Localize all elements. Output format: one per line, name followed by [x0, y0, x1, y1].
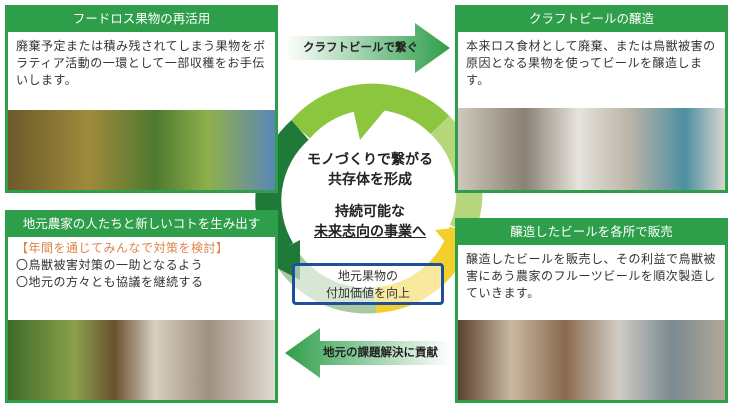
- box-text: 醸造したビールを販売し、その利益で鳥獣被害にあう農家のフルーツビールを順次製造し…: [466, 252, 717, 300]
- center-line: 持続可能な: [335, 204, 405, 220]
- box-text: 本来ロス食材として廃棄、または鳥獣被害の原因となる果物を使ってビールを醸造します…: [466, 39, 716, 87]
- box-sales: 醸造したビールを各所で販売 醸造したビールを販売し、その利益で鳥獣被害にあう農家…: [455, 218, 728, 403]
- orchard-photo: [8, 110, 275, 190]
- center-line: 共存体を形成: [328, 172, 412, 188]
- box-title: 地元農家の人たちと新しいコトを生み出す: [8, 213, 275, 237]
- brewery-photo: [458, 108, 725, 190]
- box-title: クラフトビールの醸造: [458, 8, 725, 32]
- taproom-photo: [458, 320, 725, 400]
- center-message: モノづくりで繋がる 共存体を形成 持続可能な 未来志向の事業へ: [290, 150, 450, 242]
- value-line: 付加価値を向上: [325, 286, 410, 300]
- box-list-item: 〇鳥獣被害対策の一助となるよう: [16, 258, 204, 272]
- box-farmers: 地元農家の人たちと新しいコトを生み出す 【年間を通じてみんなで対策を検討】 〇鳥…: [5, 210, 278, 403]
- box-text: 廃棄予定または積み残されてしまう果物をボラティア活動の一環として一部収穫をお手伝…: [16, 39, 266, 87]
- arrow-left-contribute: 地元の課題解決に貢献: [285, 328, 450, 378]
- box-subtitle: 【年間を通じてみんなで対策を検討】: [16, 241, 229, 255]
- cycle-arrowhead-left: [262, 240, 300, 280]
- center-line: 未来志向の事業へ: [314, 224, 426, 240]
- box-brewing: クラフトビールの醸造 本来ロス食材として廃棄、または鳥獣被害の原因となる果物を使…: [455, 5, 728, 193]
- arrow-label: クラフトビールで繋ぐ: [303, 40, 418, 54]
- cycle-segment-top: [290, 83, 450, 139]
- box-list-item: 〇地元の方々とも協議を継続する: [16, 275, 204, 289]
- arrow-label: 地元の課題解決に貢献: [323, 345, 438, 359]
- value-box: 地元果物の 付加価値を向上: [292, 263, 444, 305]
- cycle-arrowhead-top: [350, 95, 385, 140]
- box-food-loss: フードロス果物の再活用 廃棄予定または積み残されてしまう果物をボラティア活動の一…: [5, 5, 278, 193]
- box-title: 醸造したビールを各所で販売: [458, 221, 725, 245]
- value-line: 地元果物の: [337, 269, 398, 283]
- arrow-right-connect: クラフトビールで繋ぐ: [285, 23, 450, 73]
- box-title: フードロス果物の再活用: [8, 8, 275, 32]
- center-line: モノづくりで繋がる: [307, 152, 433, 168]
- meeting-photo: [8, 320, 275, 400]
